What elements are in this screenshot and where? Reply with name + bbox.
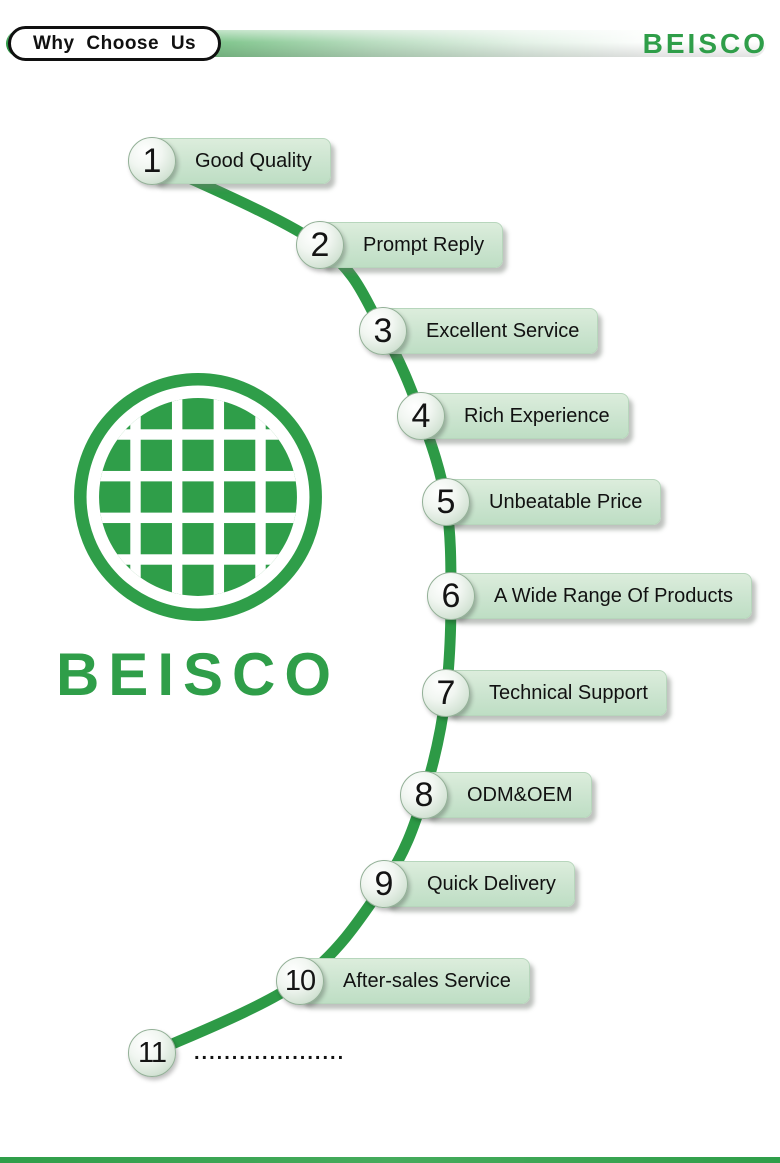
item-label: Excellent Service	[383, 308, 599, 354]
item-number-badge: 6	[427, 572, 475, 620]
list-item: Prompt Reply 2	[296, 221, 504, 269]
logo-wordmark: BEISCO	[55, 641, 341, 708]
item-number-badge: 11	[128, 1029, 176, 1077]
list-item: .................... 11	[128, 1029, 343, 1077]
item-label: After-sales Service	[300, 958, 530, 1004]
list-item: Unbeatable Price 5	[422, 478, 662, 526]
brand-wordmark-top: BEISCO	[642, 28, 768, 59]
item-number-badge: 4	[397, 392, 445, 440]
footer-green-bar	[0, 1157, 780, 1163]
item-label: Unbeatable Price	[446, 479, 662, 525]
item-number-badge: 10	[276, 957, 324, 1005]
item-label: Rich Experience	[421, 393, 629, 439]
list-item: Good Quality 1	[128, 137, 331, 185]
item-number-badge: 1	[128, 137, 176, 185]
list-item: Technical Support 7	[422, 669, 667, 717]
item-label: ....................	[194, 1041, 346, 1064]
page-title: Why Choose Us	[33, 32, 197, 54]
list-item: Quick Delivery 9	[360, 860, 575, 908]
item-number-badge: 2	[296, 221, 344, 269]
item-label: Good Quality	[152, 138, 331, 184]
item-label: A Wide Range Of Products	[451, 573, 753, 619]
logo-grid-circle-icon	[74, 373, 322, 621]
header-title-pill: Why Choose Us	[8, 26, 222, 61]
item-label: Quick Delivery	[384, 861, 575, 907]
company-logo: BEISCO	[56, 372, 338, 708]
list-item: ODM&OEM 8	[400, 771, 592, 819]
item-number-badge: 5	[422, 478, 470, 526]
list-item: Excellent Service 3	[359, 307, 599, 355]
item-number-badge: 8	[400, 771, 448, 819]
item-label: Prompt Reply	[320, 222, 504, 268]
item-number-badge: 7	[422, 669, 470, 717]
item-label: ODM&OEM	[424, 772, 592, 818]
item-number-badge: 3	[359, 307, 407, 355]
item-number-badge: 9	[360, 860, 408, 908]
list-item: Rich Experience 4	[397, 392, 629, 440]
item-label: Technical Support	[446, 670, 667, 716]
list-item: After-sales Service 10	[276, 957, 530, 1005]
list-item: A Wide Range Of Products 6	[427, 572, 753, 620]
